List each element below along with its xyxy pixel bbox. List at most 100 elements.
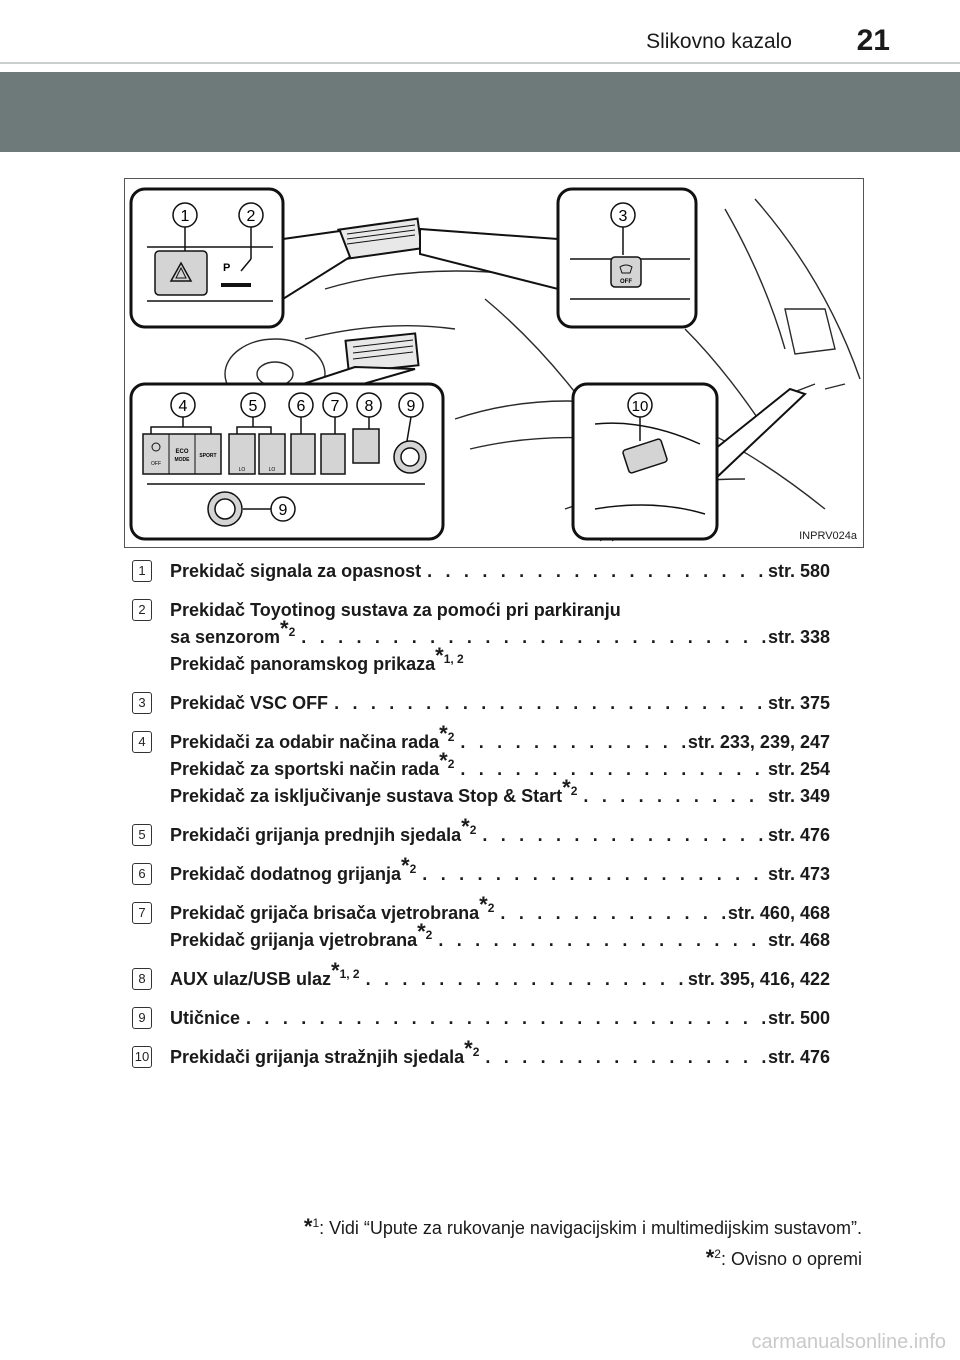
page-reference: str. 460, 468 <box>727 903 830 923</box>
entry-label: Prekidač dodatnog grijanja <box>170 864 402 884</box>
footnote-index: 1 <box>312 1216 320 1230</box>
entry-text: Prekidači grijanja prednjih sjedala*2 <box>170 816 477 849</box>
footnote-star: * <box>280 616 289 641</box>
leader-dots: . . . . . . . . . . . . . . . . . . . . … <box>427 561 768 581</box>
svg-text:P: P <box>223 262 230 274</box>
entry-label: Prekidač grijača brisača vjetrobrana <box>170 903 480 923</box>
entry-line: Prekidač grijanja vjetrobrana*2 . . . . .… <box>170 921 830 954</box>
entry-label: Prekidač VSC OFF <box>170 693 329 713</box>
entry-label: Prekidači za odabir načina rada <box>170 732 440 752</box>
footnote-number: 1, 2 <box>339 967 360 981</box>
footnote-ref: *2 <box>401 855 416 877</box>
entry-line: Prekidač signala za opasnost . . . . . . … <box>170 558 830 585</box>
entry-label: Prekidači grijanja prednjih sjedala <box>170 825 462 845</box>
section-band <box>0 72 960 152</box>
footnote-text: : Vidi “Upute za rukovanje navigacijskim… <box>319 1218 862 1238</box>
footnote-star: * <box>439 748 448 773</box>
footnote-number: 2 <box>570 784 578 798</box>
footnote-number: 2 <box>447 730 455 744</box>
entry-text: Prekidač grijača brisača vjetrobrana*2 <box>170 894 495 927</box>
footnote-ref: *1, 2 <box>331 960 360 982</box>
footnote-ref: *2 <box>461 816 477 838</box>
svg-text:5: 5 <box>249 398 258 415</box>
leader-dots: . . . . . . . . . . . . . . . . . . . . … <box>485 1047 768 1067</box>
svg-text:9: 9 <box>279 502 288 519</box>
entry-line: sa senzorom*2. . . . . . . . . . . . . .… <box>170 618 830 651</box>
entry-label: Prekidači grijanja stražnjih sjedala <box>170 1047 465 1067</box>
watermark: carmanualsonline.info <box>751 1331 946 1353</box>
footnote-star: * <box>417 919 426 944</box>
page-header: Slikovno kazalo 21 <box>0 0 960 64</box>
leader-dots: . . . . . . . . . . . . . . . . . . . . … <box>460 759 768 779</box>
page-reference: str. 500 <box>767 1008 830 1028</box>
entry-text: AUX ulaz/USB ulaz*1, 2 <box>170 960 360 993</box>
footnote-ref: *2 <box>417 921 432 943</box>
entry-label: Prekidač panoramskog prikaza <box>170 654 436 674</box>
entry-number-badge: 9 <box>132 1007 152 1029</box>
page-reference: str. 375 <box>767 693 830 713</box>
footnote: *1: Vidi “Upute za rukovanje navigacijsk… <box>304 1212 862 1243</box>
page-reference: str. 233, 239, 247 <box>687 732 830 752</box>
index-entry: 10 Prekidači grijanja stražnjih sjedala*2… <box>130 1038 830 1071</box>
index-entry: 1 Prekidač signala za opasnost . . . . . .… <box>130 558 830 585</box>
footnote-number: 2 <box>487 901 495 915</box>
svg-text:LO: LO <box>239 467 246 473</box>
footnote-number: 2 <box>472 1045 480 1059</box>
leader-dots: . . . . . . . . . . . . . . . . . . . . … <box>438 930 768 950</box>
svg-text:MODE: MODE <box>175 457 191 463</box>
svg-text:SPORT: SPORT <box>199 453 216 459</box>
entry-label: Prekidač za isključivanje sustava Stop &… <box>170 786 563 806</box>
entry-line: Prekidač VSC OFF. . . . . . . . . . . . … <box>170 690 830 717</box>
entry-line: Prekidači grijanja stražnjih sjedala*2. … <box>170 1038 830 1071</box>
entry-line: Prekidači za odabir načina rada*2. . . .… <box>170 723 830 756</box>
leader-dots: . . . . . . . . . . . . . . . . . . . . … <box>365 969 688 989</box>
entry-text: Prekidači grijanja stražnjih sjedala*2 <box>170 1038 480 1071</box>
dashboard-drawing: 1 2 P 3 OFF 4 5 <box>129 187 861 542</box>
entry-text: Utičnice <box>170 1005 240 1032</box>
footnote-number: 2 <box>469 823 477 837</box>
footnote-star: * <box>439 721 448 746</box>
svg-text:6: 6 <box>297 398 306 415</box>
svg-text:2: 2 <box>247 208 256 225</box>
entry-number-badge: 10 <box>132 1046 152 1068</box>
footnote-star: * <box>464 1036 473 1061</box>
footnote-number: 2 <box>447 757 455 771</box>
page-reference: str. 349 <box>767 786 830 806</box>
entry-text: Prekidač signala za opasnost <box>170 558 421 585</box>
entry-text: Prekidač za sportski način rada*2 <box>170 750 455 783</box>
footnote-ref: *2 <box>280 618 296 640</box>
page-reference: str. 395, 416, 422 <box>687 969 830 989</box>
footnote-mark: * <box>303 1214 313 1239</box>
entry-line: AUX ulaz/USB ulaz*1, 2. . . . . . . . . … <box>170 960 830 993</box>
entry-label: AUX ulaz/USB ulaz <box>170 969 332 989</box>
header-rule <box>0 62 960 64</box>
footnote-ref: *1, 2 <box>435 645 464 667</box>
page-reference: str. 473 <box>767 864 830 884</box>
entry-text: Prekidač za isključivanje sustava Stop &… <box>170 777 578 810</box>
entry-label: sa senzorom <box>170 627 281 647</box>
entry-number-badge: 2 <box>132 599 152 621</box>
svg-text:ECO: ECO <box>175 449 188 455</box>
entry-label: Prekidač grijanja vjetrobrana <box>170 930 418 950</box>
footnote-star: * <box>331 958 340 983</box>
entry-line: Prekidači grijanja prednjih sjedala*2. .… <box>170 816 830 849</box>
entry-label: Utičnice <box>170 1008 241 1028</box>
entry-number-badge: 1 <box>132 560 152 582</box>
page-reference: str. 476 <box>767 1047 830 1067</box>
leader-dots: . . . . . . . . . . . . . . . . . . . . … <box>301 627 768 647</box>
footnote-ref: *2 <box>479 894 495 916</box>
entry-number-badge: 7 <box>132 902 152 924</box>
entry-number-badge: 6 <box>132 863 152 885</box>
page-number: 21 <box>856 24 890 57</box>
footnote-star: * <box>401 853 410 878</box>
footnote-number: 2 <box>288 625 296 639</box>
entry-text: Prekidač dodatnog grijanja*2 <box>170 855 416 888</box>
page-reference: str. 254 <box>767 759 830 779</box>
leader-dots: . . . . . . . . . . . . . . . . . . . . … <box>246 1008 768 1028</box>
svg-text:8: 8 <box>365 398 374 415</box>
entry-text: Prekidač Toyotinog sustava za pomoći pri… <box>170 597 621 624</box>
